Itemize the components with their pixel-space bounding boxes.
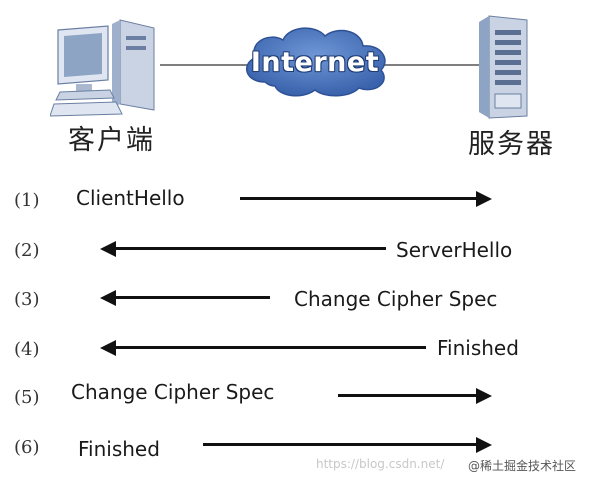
client-label: 客户端 xyxy=(68,125,155,156)
watermark-brand: @稀土掘金技术社区 xyxy=(468,459,577,473)
arrow-left xyxy=(100,290,270,306)
client-computer-icon xyxy=(50,19,155,117)
arrow-left xyxy=(100,241,386,257)
step-number: (2) xyxy=(14,240,40,261)
arrow-right xyxy=(240,191,492,207)
cloud-icon xyxy=(245,27,386,97)
step-label: ServerHello xyxy=(396,238,513,262)
step-number: (4) xyxy=(14,339,40,360)
server-icon xyxy=(479,15,528,119)
step-number: (6) xyxy=(14,437,40,458)
watermark-url: https://blog.csdn.net/ xyxy=(316,457,445,471)
step-label: Change Cipher Spec xyxy=(294,287,498,311)
internet-cloud: Internet xyxy=(235,20,395,100)
step-number: (1) xyxy=(14,190,40,211)
step-number: (5) xyxy=(14,387,40,408)
step-label: Finished xyxy=(437,336,519,360)
step-number: (3) xyxy=(14,289,40,310)
arrow-right xyxy=(203,437,492,453)
step-label: Finished xyxy=(78,437,160,461)
arrow-left xyxy=(100,340,426,356)
cloud-label: Internet xyxy=(250,47,380,78)
step-label: ClientHello xyxy=(76,186,185,210)
step-label: Change Cipher Spec xyxy=(71,380,275,404)
server-label: 服务器 xyxy=(468,129,555,160)
arrow-right xyxy=(338,388,492,404)
